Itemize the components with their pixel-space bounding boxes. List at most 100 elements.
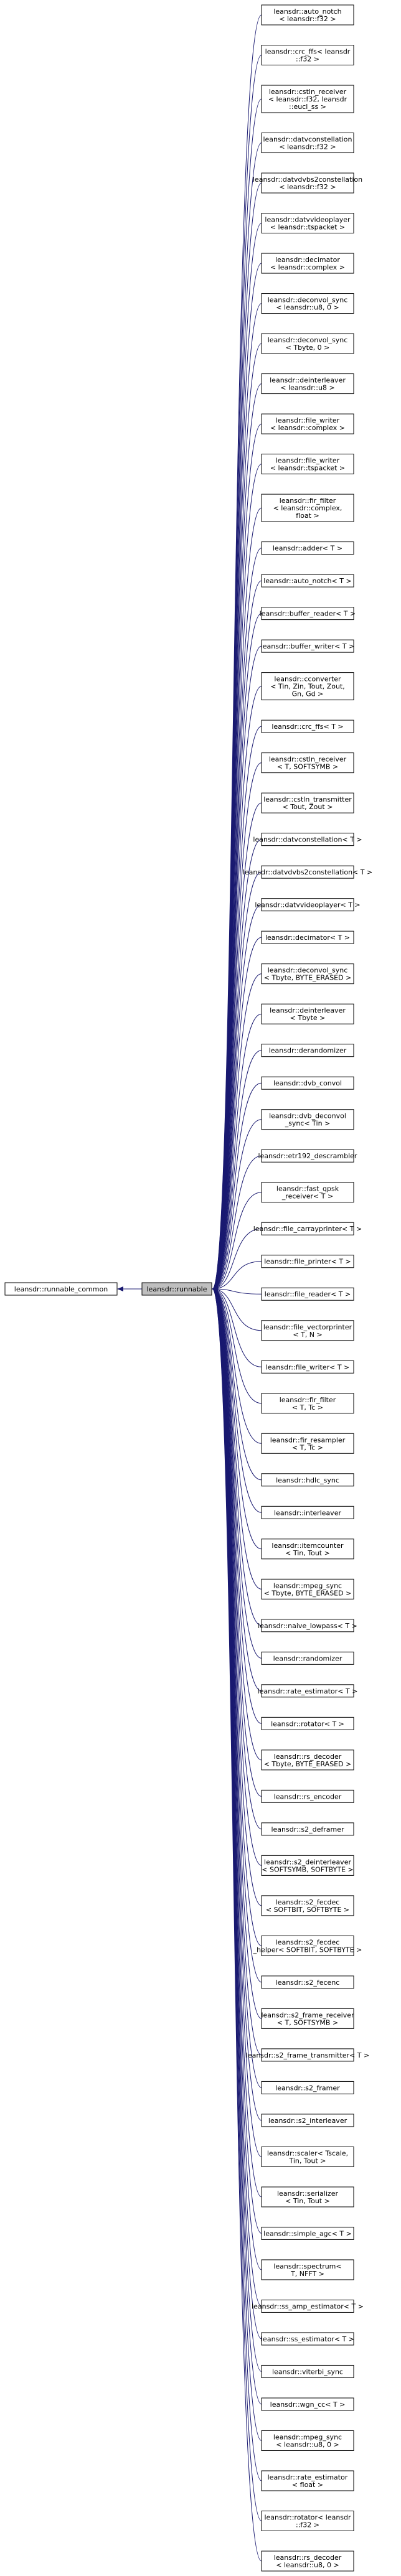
- class-node-52-label: _helper< SOFTBIT, SOFTBYTE >: [253, 1946, 362, 1954]
- inheritance-edge-46: [212, 1286, 262, 1724]
- class-node-39[interactable]: leansdr::hdlc_sync: [261, 1473, 354, 1487]
- class-node-12[interactable]: leansdr::fir_filter< leansdr::complex,fl…: [261, 494, 354, 522]
- class-node-11-label: < leansdr::tspacket >: [270, 464, 345, 472]
- class-node-36[interactable]: leansdr::file_writer< T >: [261, 1360, 354, 1374]
- class-node-49-label: leansdr::s2_deframer: [271, 1825, 344, 1834]
- class-node-32-label: leansdr::file_carrayprinter< T >: [253, 1225, 362, 1233]
- class-node-17[interactable]: leansdr::cconverter< Tin, Zin, Tout, Zou…: [261, 672, 354, 701]
- class-node-2[interactable]: leansdr::cstln_receiver< leansdr::f32, l…: [261, 85, 354, 113]
- class-node-66[interactable]: leansdr::mpeg_sync< leansdr::u8, 0 >: [261, 2430, 354, 2451]
- class-node-53[interactable]: leansdr::s2_fecenc: [261, 1975, 354, 1989]
- class-node-46[interactable]: leansdr::rotator< T >: [261, 1717, 354, 1730]
- class-node-42[interactable]: leansdr::mpeg_sync< Tbyte, BYTE_ERASED >: [261, 1578, 354, 1599]
- class-node-56[interactable]: leansdr::s2_framer: [261, 2081, 354, 2094]
- class-node-69[interactable]: leansdr::rs_decoder< leansdr::u8, 0 >: [261, 2550, 354, 2572]
- class-node-3[interactable]: leansdr::datvconstellation< leansdr::f32…: [261, 133, 354, 154]
- runnable-common-node[interactable]: leansdr::runnable_common: [4, 1282, 118, 1296]
- class-node-20[interactable]: leansdr::cstln_transmitter< Tout, Zout >: [261, 792, 354, 813]
- class-node-50-box: [261, 1855, 354, 1876]
- class-node-10[interactable]: leansdr::file_writer< leansdr::complex >: [261, 413, 354, 434]
- class-node-43[interactable]: leansdr::naive_lowpass< T >: [258, 1619, 357, 1632]
- class-node-51[interactable]: leansdr::s2_fecdec< SOFTBIT, SOFTBYTE >: [261, 1895, 354, 1916]
- class-node-19[interactable]: leansdr::cstln_receiver< T, SOFTSYMB >: [261, 752, 354, 774]
- class-node-26[interactable]: leansdr::deinterleaver< Tbyte >: [261, 1003, 354, 1024]
- runnable-node[interactable]: leansdr::runnable: [141, 1282, 212, 1296]
- class-node-5[interactable]: leansdr::datvvideoplayer< leansdr::tspac…: [261, 213, 354, 234]
- class-node-62[interactable]: leansdr::ss_amp_estimator< T >: [252, 2299, 364, 2313]
- inheritance-edge-38: [212, 1286, 262, 1444]
- class-node-24[interactable]: leansdr::decimator< T >: [261, 930, 354, 944]
- class-node-55[interactable]: leansdr::s2_frame_transmitter< T >: [246, 2048, 369, 2062]
- class-node-41[interactable]: leansdr::itemcounter< Tin, Tout >: [261, 1539, 354, 1560]
- class-node-48[interactable]: leansdr::rs_encoder: [261, 1789, 354, 1803]
- class-node-64[interactable]: leansdr::viterbi_sync: [261, 2364, 354, 2378]
- class-node-1[interactable]: leansdr::crc_ffs< leansdr::f32 >: [261, 45, 354, 66]
- class-node-40[interactable]: leansdr::interleaver: [261, 1506, 354, 1519]
- inheritance-edge-45: [212, 1286, 262, 1692]
- class-node-4[interactable]: leansdr::datvdvbs2constellation< leansdr…: [253, 172, 362, 194]
- class-node-8[interactable]: leansdr::deconvol_sync< Tbyte, 0 >: [261, 333, 354, 354]
- class-node-64-box: [261, 2364, 354, 2378]
- class-node-1-label: ::f32 >: [296, 55, 319, 63]
- class-node-46-box: [261, 1717, 354, 1730]
- inheritance-edge-33: [212, 1261, 262, 1291]
- class-node-54-label: leansdr::s2_frame_receiver: [261, 2011, 354, 2019]
- class-node-22[interactable]: leansdr::datvdvbs2constellation< T >: [243, 865, 372, 879]
- class-node-60[interactable]: leansdr::simple_agc< T >: [261, 2226, 354, 2240]
- class-node-58[interactable]: leansdr::scaler< Tscale,Tin, Tout >: [261, 2146, 354, 2167]
- class-node-28[interactable]: leansdr::dvb_convol: [261, 1076, 354, 1090]
- class-node-27[interactable]: leansdr::derandomizer: [261, 1044, 354, 1057]
- class-node-59[interactable]: leansdr::serializer< Tin, Tout >: [261, 2186, 354, 2208]
- runnable-common-node-box: [4, 1282, 118, 1296]
- class-node-13[interactable]: leansdr::adder< T >: [261, 541, 354, 555]
- class-node-66-label: < leansdr::u8, 0 >: [276, 2440, 339, 2448]
- class-node-65[interactable]: leansdr::wgn_cc< T >: [261, 2397, 354, 2411]
- class-node-49[interactable]: leansdr::s2_deframer: [261, 1822, 354, 1836]
- class-node-47[interactable]: leansdr::rs_decoder< Tbyte, BYTE_ERASED …: [261, 1749, 354, 1771]
- class-node-7[interactable]: leansdr::deconvol_sync< leansdr::u8, 0 >: [261, 293, 354, 314]
- class-node-11-label: leansdr::file_writer: [276, 457, 340, 465]
- class-node-31[interactable]: leansdr::fast_qpsk_receiver< T >: [261, 1182, 354, 1203]
- class-node-54[interactable]: leansdr::s2_frame_receiver< T, SOFTSYMB …: [261, 2008, 354, 2029]
- class-node-37[interactable]: leansdr::fir_filter< T, Tc >: [261, 1393, 354, 1414]
- class-node-63[interactable]: leansdr::ss_estimator< T >: [261, 2332, 354, 2346]
- class-node-38[interactable]: leansdr::fir_resampler< T, Tc >: [261, 1433, 354, 1454]
- class-node-67[interactable]: leansdr::rate_estimator< float >: [261, 2470, 354, 2491]
- class-node-57-box: [261, 2114, 354, 2127]
- class-node-61[interactable]: leansdr::spectrum<T, NFFT >: [261, 2259, 354, 2280]
- inheritance-edge-31: [212, 1192, 262, 1291]
- class-node-52[interactable]: leansdr::s2_fecdec_helper< SOFTBIT, SOFT…: [253, 1935, 362, 1956]
- class-node-11[interactable]: leansdr::file_writer< leansdr::tspacket …: [261, 454, 354, 475]
- class-node-32[interactable]: leansdr::file_carrayprinter< T >: [253, 1222, 362, 1235]
- class-node-9[interactable]: leansdr::deinterleaver< leansdr::u8 >: [261, 373, 354, 395]
- class-node-35-label: leansdr::file_vectorprinter: [263, 1323, 352, 1331]
- class-node-17-label: Gn, Gd >: [292, 690, 324, 698]
- inheritance-edge-20: [212, 802, 262, 1291]
- class-node-57[interactable]: leansdr::s2_interleaver: [261, 2114, 354, 2127]
- class-node-23[interactable]: leansdr::datvvideoplayer< T >: [255, 898, 361, 912]
- class-node-25[interactable]: leansdr::deconvol_sync< Tbyte, BYTE_ERAS…: [261, 963, 354, 985]
- class-node-68[interactable]: leansdr::rotator< leansdr::f32 >: [261, 2510, 354, 2531]
- class-node-16[interactable]: leansdr::buffer_writer< T >: [261, 639, 355, 653]
- class-node-35[interactable]: leansdr::file_vectorprinter< T, N >: [261, 1320, 354, 1341]
- class-node-34[interactable]: leansdr::file_reader< T >: [261, 1287, 354, 1301]
- class-node-18-box: [261, 719, 354, 733]
- class-node-21[interactable]: leansdr::datvconstellation< T >: [253, 833, 362, 846]
- class-node-61-label: leansdr::spectrum<: [273, 2262, 341, 2270]
- class-node-0[interactable]: leansdr::auto_notch< leansdr::f32 >: [261, 4, 354, 26]
- class-node-9-label: < leansdr::u8 >: [280, 384, 334, 392]
- class-node-15[interactable]: leansdr::buffer_reader< T >: [260, 607, 356, 621]
- class-node-14[interactable]: leansdr::auto_notch< T >: [261, 574, 354, 588]
- class-node-30[interactable]: leansdr::etr192_descrambler: [258, 1149, 357, 1163]
- class-node-44[interactable]: leansdr::randomizer: [261, 1651, 354, 1665]
- class-node-50[interactable]: leansdr::s2_deinterleaver< SOFTSYMB, SOF…: [261, 1855, 354, 1876]
- class-node-23-box: [261, 898, 354, 912]
- class-node-59-box: [261, 2186, 354, 2208]
- class-node-29[interactable]: leansdr::dvb_deconvol_sync< Tin >: [261, 1109, 354, 1130]
- class-node-45[interactable]: leansdr::rate_estimator< T >: [258, 1684, 358, 1698]
- inheritance-edge-41: [212, 1286, 262, 1550]
- class-node-33[interactable]: leansdr::file_printer< T >: [261, 1255, 354, 1268]
- inheritance-edge-36: [212, 1286, 262, 1367]
- class-node-18[interactable]: leansdr::crc_ffs< T >: [261, 719, 354, 733]
- class-node-6[interactable]: leansdr::decimator< leansdr::complex >: [261, 253, 354, 274]
